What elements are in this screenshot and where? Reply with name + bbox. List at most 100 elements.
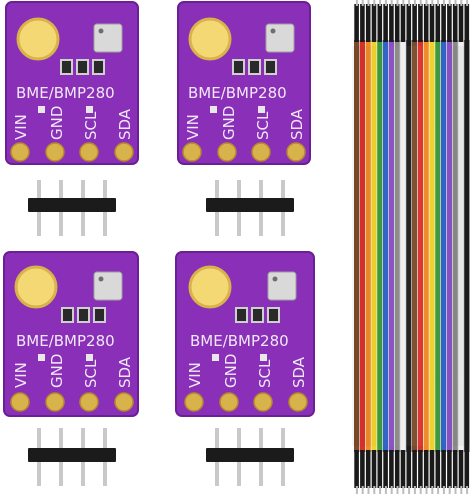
dupont-pin [448, 486, 451, 494]
dupont-pin [425, 486, 428, 494]
board-label: BME/BMP280 [188, 84, 287, 102]
sensor-chip [93, 23, 123, 53]
dupont-connector [458, 450, 464, 488]
dupont-connector [389, 450, 394, 488]
dupont-pin [460, 0, 463, 6]
dupont-pin [419, 486, 422, 494]
resistor-row [61, 307, 106, 323]
test-pad [86, 106, 93, 113]
dupont-pin [390, 486, 393, 494]
dupont-connector [406, 450, 412, 488]
dupont-connector [447, 450, 452, 488]
solder-pad [251, 142, 271, 162]
mounting-hole [188, 265, 232, 309]
dupont-pin [466, 486, 469, 494]
dupont-connector [464, 450, 470, 488]
dupont-pin [454, 486, 457, 494]
header-plastic [28, 198, 116, 212]
dupont-pin [431, 486, 434, 494]
dupont-pin [390, 0, 393, 6]
pin-label-vin: VIN [184, 114, 202, 140]
pin-header-3 [28, 428, 116, 486]
dupont-pin [355, 0, 358, 6]
test-pad [260, 354, 267, 361]
ribbon-connectors-top [354, 0, 470, 42]
solder-pad [79, 392, 99, 412]
dupont-pin [413, 486, 416, 494]
dupont-connector [458, 4, 464, 42]
dupont-pin [361, 486, 364, 494]
mounting-hole [188, 17, 232, 61]
sensor-board-3: BME/BMP280 VIN GND SCL SDA [3, 251, 139, 417]
dupont-pin [361, 0, 364, 6]
header-plastic [206, 448, 294, 462]
dupont-pin [355, 486, 358, 494]
test-pad [86, 354, 93, 361]
pin-label-scl: SCL [82, 359, 100, 388]
dupont-pin [454, 0, 457, 6]
solder-pad [114, 392, 134, 412]
board-label: BME/BMP280 [16, 84, 115, 102]
dupont-pin [396, 486, 399, 494]
dupont-connector [365, 450, 371, 488]
test-pad [38, 106, 45, 113]
pin-label-vin: VIN [12, 362, 30, 388]
solder-pad [114, 142, 134, 162]
dupont-connector [377, 450, 383, 488]
sensor-chip-port [272, 276, 278, 282]
dupont-connector [418, 450, 423, 488]
pin-label-sda: SDA [288, 108, 306, 140]
dupont-connector [354, 450, 359, 488]
sensor-chip [93, 271, 123, 301]
sensor-chip-port [98, 28, 104, 34]
dupont-pin [437, 486, 440, 494]
solder-pad [286, 142, 306, 162]
dupont-connector [371, 4, 377, 42]
dupont-connector [447, 4, 452, 42]
ribbon-connectors-bottom [354, 450, 470, 494]
dupont-pin [373, 486, 376, 494]
pin-label-sda: SDA [290, 356, 308, 388]
board-label: BME/BMP280 [190, 332, 289, 350]
dupont-connector [441, 4, 446, 42]
dupont-connector [383, 450, 388, 488]
solder-pad [10, 392, 30, 412]
dupont-pin [367, 486, 370, 494]
pin-label-vin: VIN [12, 114, 30, 140]
jumper-wire-ribbon [352, 0, 470, 494]
pin-label-scl: SCL [254, 111, 272, 140]
pin-label-gnd: GND [222, 354, 240, 388]
dupont-pin [437, 0, 440, 6]
dupont-pin [367, 0, 370, 6]
mounting-hole [14, 265, 58, 309]
solder-pad [288, 392, 308, 412]
dupont-connector [360, 4, 365, 42]
header-plastic [28, 448, 116, 462]
dupont-pin [460, 486, 463, 494]
dupont-pin [373, 0, 376, 6]
sensor-board-2: BME/BMP280 VIN GND SCL SDA [177, 1, 311, 165]
dupont-pin [402, 486, 405, 494]
solder-pad [79, 142, 99, 162]
dupont-connector [429, 450, 435, 488]
dupont-connector [377, 4, 383, 42]
dupont-pin [408, 0, 411, 6]
dupont-pin [442, 0, 445, 6]
board-label: BME/BMP280 [16, 332, 115, 350]
dupont-pin [466, 0, 469, 6]
sensor-chip [267, 271, 297, 301]
solder-pad [184, 392, 204, 412]
dupont-connector [441, 450, 446, 488]
dupont-connector [400, 4, 406, 42]
dupont-pin [379, 486, 382, 494]
dupont-pin [384, 486, 387, 494]
test-pad [258, 106, 265, 113]
resistor-row [60, 59, 105, 75]
dupont-connector [435, 4, 441, 42]
pin-label-sda: SDA [116, 356, 134, 388]
sensor-board-4: BME/BMP280 VIN GND SCL SDA [175, 251, 315, 417]
pin-header-1 [28, 180, 116, 236]
pin-label-sda: SDA [116, 108, 134, 140]
dupont-pin [442, 486, 445, 494]
